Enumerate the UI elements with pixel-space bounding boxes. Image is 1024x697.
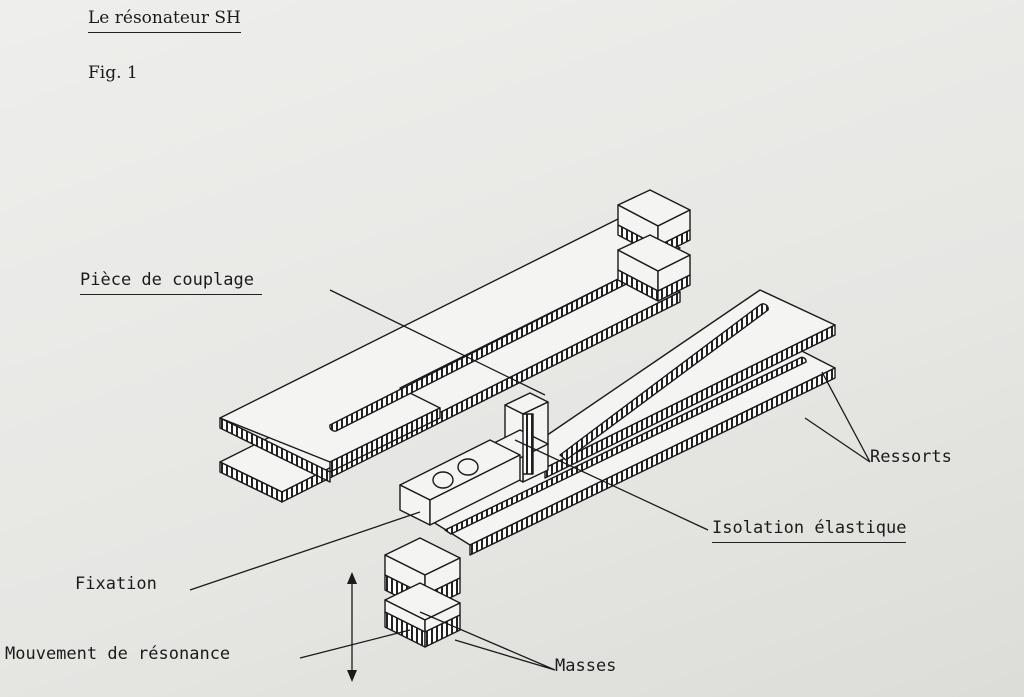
label-springs: Ressorts xyxy=(870,447,952,467)
label-resonance-motion: Mouvement de résonance xyxy=(5,644,231,664)
fixation-leader xyxy=(189,511,421,591)
arrow-down-icon xyxy=(347,670,357,682)
masses xyxy=(384,537,461,648)
figure-number: Fig. 1 xyxy=(88,63,138,83)
top-right-blocks xyxy=(617,189,691,302)
label-coupling-piece: Pièce de couplage xyxy=(80,270,262,295)
upper-right-plate xyxy=(539,289,836,479)
masses-leader xyxy=(419,611,556,671)
arrow-up-icon xyxy=(347,572,357,584)
coupling-leader xyxy=(329,289,546,396)
lower-right-plate xyxy=(429,344,836,556)
springs-leader xyxy=(804,371,871,463)
fixation-block xyxy=(399,439,521,526)
label-fixation: Fixation xyxy=(75,574,157,594)
label-masses: Masses xyxy=(555,656,617,676)
label-elastic-isolation: Isolation élastique xyxy=(712,518,907,543)
isolation-leader xyxy=(514,439,709,531)
motion-leader xyxy=(299,629,411,659)
page-title: Le résonateur SH xyxy=(88,8,241,33)
